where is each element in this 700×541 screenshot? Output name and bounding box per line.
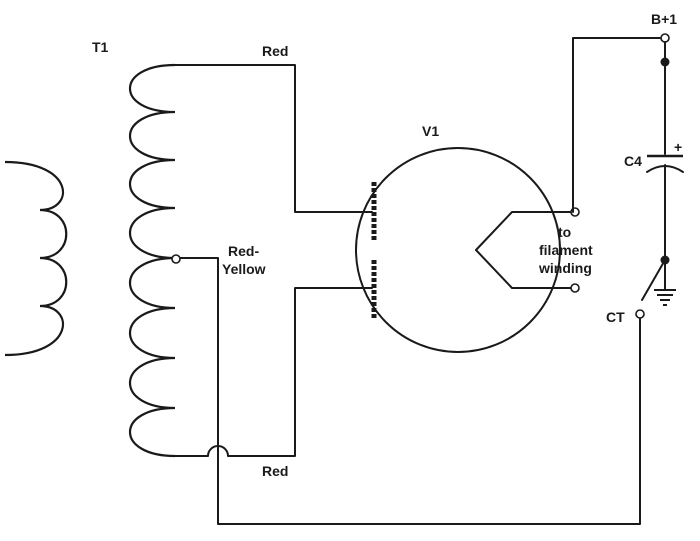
top-red-wire bbox=[174, 64, 373, 213]
center-tap-wire bbox=[174, 257, 641, 525]
b-plus-terminal bbox=[660, 33, 670, 43]
label-filament-2: filament bbox=[539, 242, 593, 258]
ground-icon bbox=[654, 289, 676, 306]
ct-terminal bbox=[635, 309, 645, 319]
primary-winding bbox=[4, 160, 68, 357]
label-c4: C4 bbox=[624, 153, 642, 169]
label-t1: T1 bbox=[92, 39, 109, 55]
secondary-winding bbox=[128, 63, 176, 458]
filament-terminal-bottom bbox=[570, 283, 580, 293]
label-top-red: Red bbox=[262, 43, 288, 59]
label-bottom-red: Red bbox=[262, 463, 288, 479]
tube-envelope bbox=[355, 147, 561, 353]
label-red-yellow-1: Red- bbox=[228, 243, 259, 259]
cap-junction-dot bbox=[660, 57, 670, 67]
label-filament-1: to bbox=[558, 224, 571, 240]
bottom-red-wire bbox=[174, 287, 373, 457]
b-plus-wire bbox=[572, 37, 666, 213]
switch-blade bbox=[641, 259, 666, 301]
label-red-yellow-2: Yellow bbox=[222, 261, 266, 277]
label-filament-3: winding bbox=[538, 260, 592, 276]
center-tap-terminal bbox=[171, 254, 181, 264]
filament bbox=[475, 211, 576, 289]
label-cap-polarity: + bbox=[674, 139, 682, 155]
label-b-plus: B+1 bbox=[651, 11, 677, 27]
label-ct: CT bbox=[606, 309, 625, 325]
label-v1: V1 bbox=[422, 123, 439, 139]
